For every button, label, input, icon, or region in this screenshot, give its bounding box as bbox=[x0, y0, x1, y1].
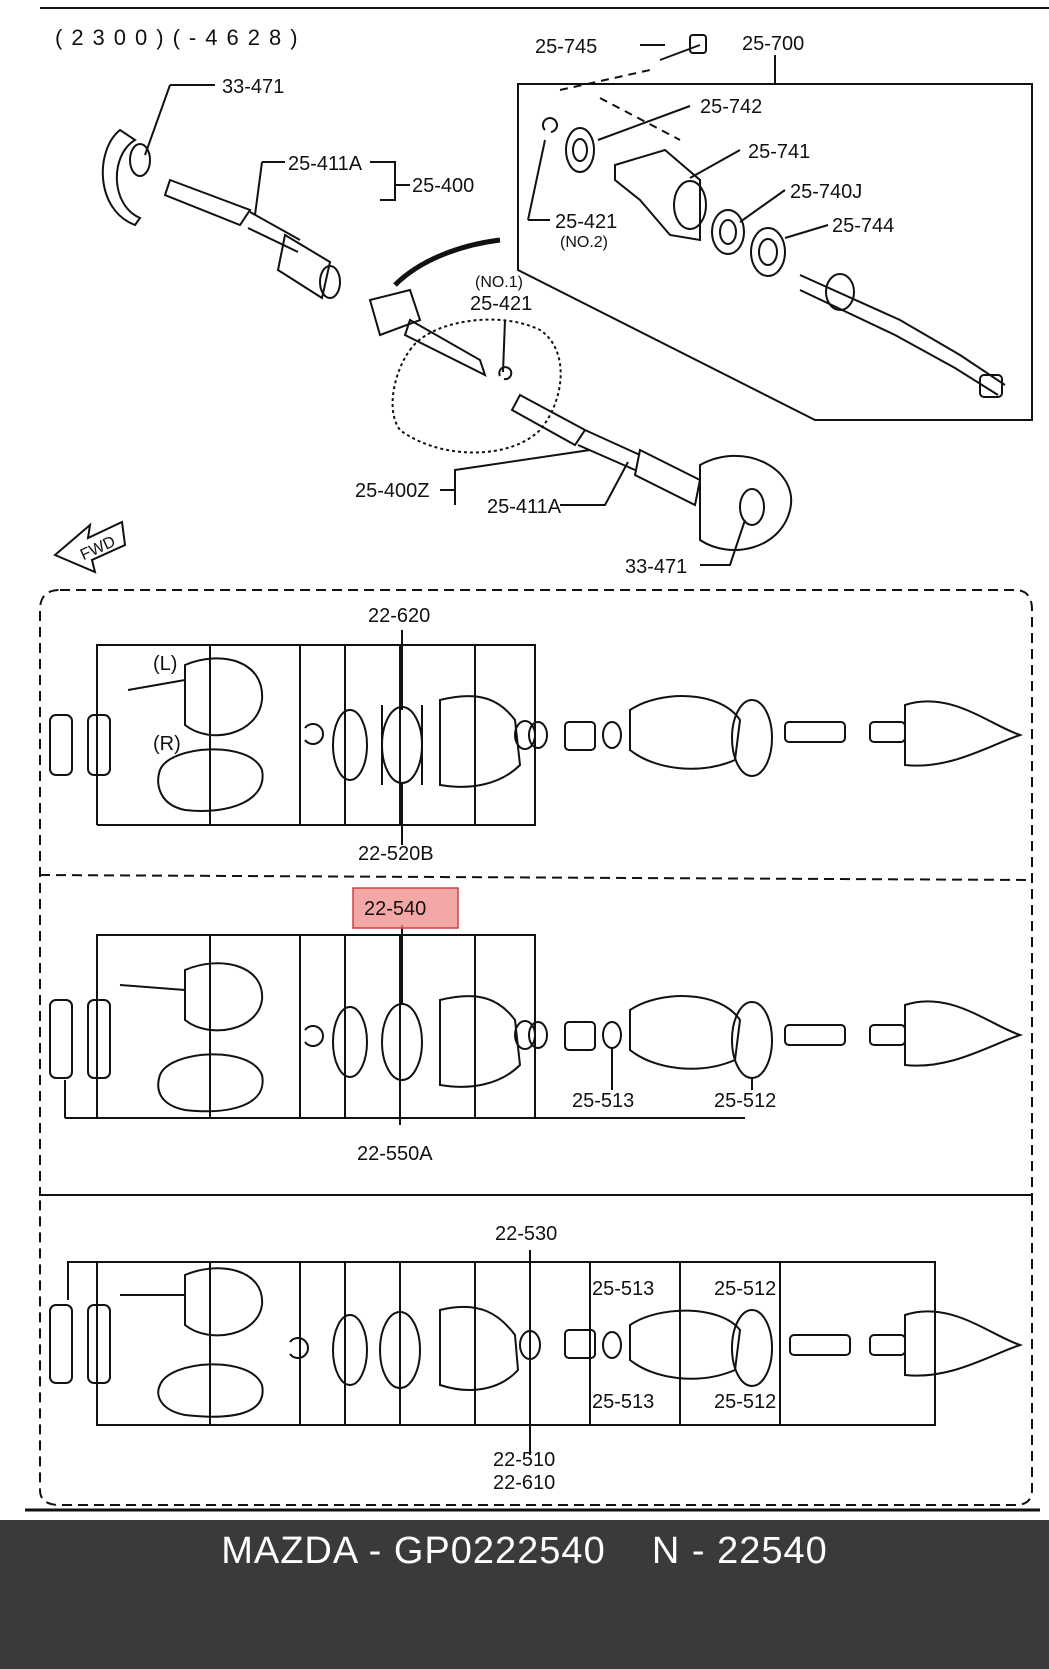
seal-25-742-icon bbox=[565, 127, 595, 173]
section-1 bbox=[49, 644, 1024, 826]
parts-diagram: (2300)(-4628) 25-745 25-700 25-742 25-74… bbox=[25, 7, 1049, 1512]
label-22-610: 22-610 bbox=[493, 1472, 555, 1494]
section-3 bbox=[49, 1261, 1024, 1426]
section-2 bbox=[49, 934, 1024, 1125]
grease-tube-icon bbox=[49, 999, 73, 1079]
label-25-513-s3-top: 25-513 bbox=[592, 1278, 654, 1300]
snap-ring-22-620-icon bbox=[332, 709, 368, 781]
label-25-512-s2: 25-512 bbox=[714, 1090, 776, 1112]
label-25-421-no2: 25-421 bbox=[555, 211, 617, 233]
bearing-25-740j-icon bbox=[711, 209, 745, 255]
bolt-25-745-icon bbox=[659, 34, 707, 61]
boot-outer-icon bbox=[629, 695, 742, 770]
section-outline-3 bbox=[39, 1194, 1033, 1506]
grease-tube-icon bbox=[49, 714, 73, 776]
boot-inner-icon bbox=[439, 695, 522, 788]
kit-shaft-icon bbox=[799, 273, 1006, 398]
label-33-471-top: 33-471 bbox=[222, 76, 284, 98]
shaft-25-400z-icon bbox=[510, 393, 793, 551]
label-25-740j: 25-740J bbox=[790, 181, 862, 203]
kit-box-25-700 bbox=[517, 83, 1033, 421]
label-33-471-bottom: 33-471 bbox=[625, 556, 687, 578]
damper-icon bbox=[564, 721, 596, 751]
header-code: (2300)(-4628) bbox=[55, 25, 307, 50]
inner-joint-r-icon bbox=[157, 748, 264, 812]
label-side-l: (L) bbox=[153, 653, 177, 675]
label-25-513-s2: 25-513 bbox=[572, 1090, 634, 1112]
label-22-530: 22-530 bbox=[495, 1223, 557, 1245]
circlip-icon bbox=[304, 723, 324, 745]
bracket-25-741-icon bbox=[614, 148, 707, 242]
shaft-icon bbox=[784, 721, 846, 743]
label-25-512-s3-top: 25-512 bbox=[714, 1278, 776, 1300]
clip-25-421-no1-icon bbox=[498, 366, 513, 381]
clip-25-421-no2-icon bbox=[542, 117, 558, 133]
outer-joint-icon bbox=[904, 700, 1024, 767]
section-divider bbox=[39, 874, 1033, 881]
dashed-leader bbox=[599, 97, 681, 141]
label-side-r: (R) bbox=[153, 733, 181, 755]
label-25-411a-top: 25-411A bbox=[288, 153, 363, 175]
label-25-741: 25-741 bbox=[748, 141, 810, 163]
grease-tube-icon bbox=[87, 714, 111, 776]
label-no2: (NO.2) bbox=[560, 234, 608, 251]
label-25-513-s3-bottom: 25-513 bbox=[592, 1391, 654, 1413]
footer-bar: MAZDA - GP0222540 N - 22540 bbox=[0, 1520, 1049, 1669]
label-25-400z: 25-400Z bbox=[355, 480, 430, 502]
label-25-411a-bottom: 25-411A bbox=[487, 496, 562, 518]
label-25-744: 25-744 bbox=[832, 215, 894, 237]
label-no1: (NO.1) bbox=[475, 274, 523, 291]
footer-part-number: MAZDA - GP0222540 N - 22540 bbox=[221, 1530, 828, 1572]
label-25-700: 25-700 bbox=[742, 33, 804, 55]
label-22-520b: 22-520B bbox=[358, 843, 434, 865]
label-22-510: 22-510 bbox=[493, 1449, 555, 1471]
label-25-421-no1: 25-421 bbox=[470, 293, 532, 315]
label-22-550a: 22-550A bbox=[357, 1143, 433, 1165]
fwd-arrow-icon bbox=[53, 520, 127, 574]
label-25-400: 25-400 bbox=[412, 175, 474, 197]
band-22-520b-icon bbox=[381, 706, 423, 784]
label-25-742: 25-742 bbox=[700, 96, 762, 118]
grease-tube-icon bbox=[87, 999, 111, 1079]
seal-25-744-icon bbox=[750, 227, 786, 277]
highlight-box-22-540 bbox=[352, 887, 459, 929]
label-fwd: FWD bbox=[78, 533, 118, 564]
label-25-745: 25-745 bbox=[535, 36, 597, 58]
label-22-540: 22-540 bbox=[364, 898, 426, 920]
dashed-leader bbox=[559, 69, 651, 91]
inner-joint-l-icon bbox=[184, 657, 264, 737]
transaxle-housing-icon bbox=[368, 237, 562, 454]
label-22-620: 22-620 bbox=[368, 605, 430, 627]
label-25-512-s3-bottom: 25-512 bbox=[714, 1391, 776, 1413]
shaft-25-400-icon bbox=[101, 128, 341, 300]
